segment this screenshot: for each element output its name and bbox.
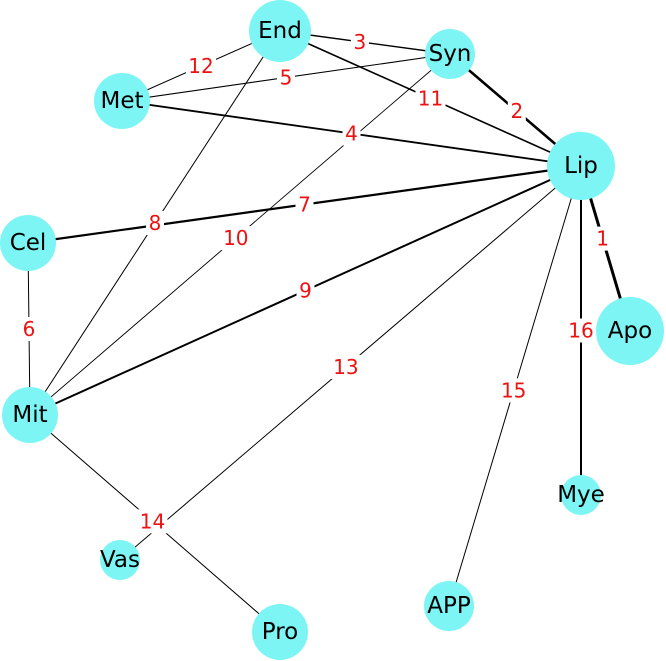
node-label: Mye bbox=[557, 482, 605, 508]
node-circle bbox=[424, 581, 474, 631]
node-label: Mit bbox=[12, 402, 47, 428]
edge-label-10: 10 bbox=[223, 226, 248, 250]
edge-label-15: 15 bbox=[501, 378, 526, 402]
node-label: Apo bbox=[608, 318, 652, 344]
node-label: Lip bbox=[564, 153, 598, 179]
edge-label-background bbox=[137, 509, 168, 534]
edge-label-background bbox=[507, 99, 526, 124]
node-label: Syn bbox=[429, 41, 472, 67]
node-app: APP bbox=[424, 581, 474, 631]
edge-label-background bbox=[186, 54, 216, 78]
edge-label-background bbox=[20, 317, 38, 341]
edge-label-background bbox=[498, 378, 529, 403]
edge-label-12: 12 bbox=[188, 54, 213, 78]
edge-label-9: 9 bbox=[299, 279, 312, 303]
node-circle bbox=[0, 215, 56, 271]
node-circle bbox=[252, 604, 308, 660]
node-apo: Apo bbox=[596, 297, 664, 365]
edge-label-14: 14 bbox=[140, 509, 165, 533]
node-mit: Mit bbox=[2, 387, 58, 443]
edge-label-background bbox=[220, 226, 251, 251]
node-label: APP bbox=[427, 593, 471, 619]
edge-label-background bbox=[146, 211, 164, 235]
edge-label-11: 11 bbox=[418, 87, 443, 111]
edge-label-background bbox=[342, 121, 361, 146]
edge-label-background bbox=[277, 65, 295, 90]
edge-label-5: 5 bbox=[280, 66, 293, 90]
node-label: Pro bbox=[262, 619, 299, 645]
edge-label-7: 7 bbox=[298, 193, 311, 217]
node-pro: Pro bbox=[252, 604, 308, 660]
node-label: End bbox=[258, 18, 302, 44]
node-circle bbox=[596, 297, 664, 365]
edge-label-1: 1 bbox=[596, 227, 609, 251]
edge-label-background bbox=[415, 86, 446, 111]
node-circle bbox=[100, 540, 140, 580]
node-circle bbox=[94, 73, 150, 129]
edge-label-13: 13 bbox=[333, 355, 358, 379]
edge-label-3: 3 bbox=[354, 30, 367, 54]
node-cel: Cel bbox=[0, 215, 56, 271]
node-circle bbox=[249, 0, 311, 62]
node-met: Met bbox=[94, 73, 150, 129]
edge-label-4: 4 bbox=[345, 122, 358, 146]
node-syn: Syn bbox=[425, 29, 475, 79]
edge-label-6: 6 bbox=[23, 317, 36, 341]
edge-label-8: 8 bbox=[149, 211, 162, 235]
node-label: Cel bbox=[10, 230, 47, 256]
node-circle bbox=[547, 132, 615, 200]
edge-label-background bbox=[296, 278, 315, 303]
edge-label-background bbox=[330, 354, 361, 379]
edge-label-background bbox=[593, 226, 612, 251]
node-end: End bbox=[249, 0, 311, 62]
edge-label-background bbox=[295, 192, 314, 217]
node-lip: Lip bbox=[547, 132, 615, 200]
edge-label-background bbox=[566, 318, 596, 343]
node-vas: Vas bbox=[100, 540, 140, 580]
edge-label-background bbox=[350, 29, 369, 54]
node-circle bbox=[2, 387, 58, 443]
node-circle bbox=[561, 475, 601, 515]
node-mye: Mye bbox=[557, 475, 605, 515]
node-circle bbox=[425, 29, 475, 79]
edge-label-2: 2 bbox=[510, 99, 523, 123]
node-label: Vas bbox=[100, 547, 140, 573]
edge-label-16: 16 bbox=[568, 319, 593, 343]
node-label: Met bbox=[100, 88, 143, 114]
